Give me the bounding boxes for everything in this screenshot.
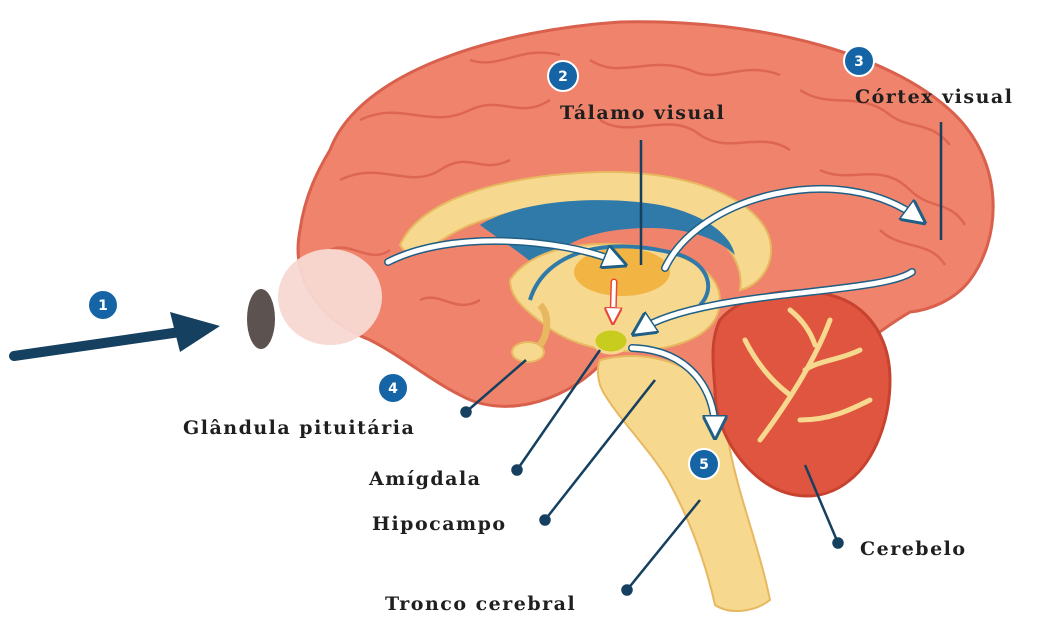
step-badge-3: 3 (844, 46, 874, 76)
label-cortex-visual: Córtex visual (855, 86, 1013, 108)
svg-text:1: 1 (98, 298, 108, 314)
step-badge-1: 1 (88, 290, 118, 320)
step-badge-2: 2 (548, 61, 578, 91)
label-tronco-cerebral: Tronco cerebral (385, 593, 576, 615)
step-badge-4: 4 (378, 373, 408, 403)
label-cerebelo: Cerebelo (860, 538, 967, 560)
incoming-light-arrow (14, 312, 220, 356)
svg-text:4: 4 (388, 381, 398, 397)
label-hipocampo: Hipocampo (372, 513, 507, 535)
svg-text:5: 5 (699, 457, 709, 473)
label-glandula-pituitaria: Glândula pituitária (183, 417, 415, 439)
svg-text:3: 3 (854, 54, 864, 70)
eye-icon (247, 289, 275, 349)
cerebellum (713, 291, 890, 496)
step-badge-5: 5 (689, 449, 719, 479)
label-talamo-visual: Tálamo visual (560, 102, 725, 124)
svg-text:2: 2 (558, 69, 568, 85)
frontal-highlight (278, 249, 382, 345)
label-amigdala: Amígdala (368, 468, 481, 490)
